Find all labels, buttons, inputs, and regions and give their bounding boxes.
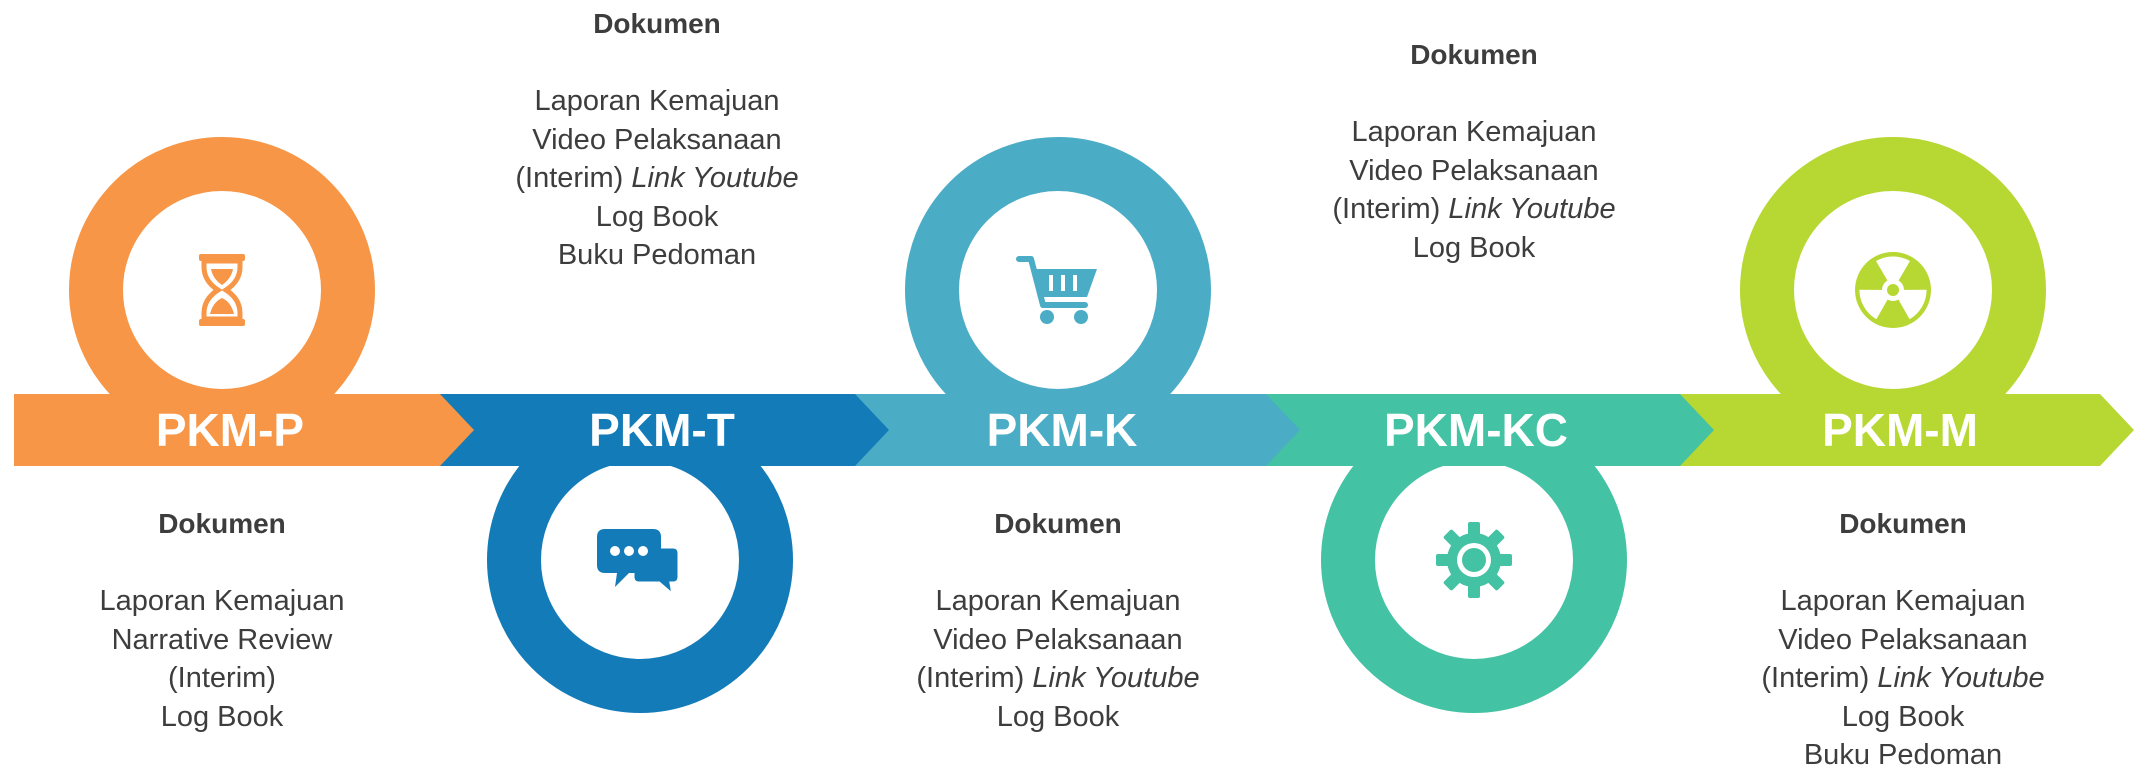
doc-line: Log Book xyxy=(996,700,1120,733)
doc-heading: Dokumen xyxy=(994,508,1122,539)
doc-line-interim: (Interim) Link Youtube xyxy=(1264,190,1684,229)
doc-block-pkm-k: Dokumen Laporan Kemajuan Video Pelaksana… xyxy=(848,505,1268,736)
doc-block-pkm-p: Dokumen Laporan Kemajuan Narrative Revie… xyxy=(12,505,432,736)
band-pkm-k xyxy=(846,394,1300,466)
stage-label-pkm-t: PKM-T xyxy=(589,404,735,456)
band-pkm-m xyxy=(1672,394,2134,466)
band-pkm-t xyxy=(430,394,889,466)
doc-line: Laporan Kemajuan xyxy=(1780,585,2026,617)
doc-line: Laporan Kemajuan xyxy=(1351,116,1597,148)
band-pkm-p xyxy=(14,394,474,466)
doc-line: Laporan Kemajuan xyxy=(99,585,345,617)
doc-line: Log Book xyxy=(1841,700,1965,733)
doc-line: Narrative Review xyxy=(111,623,333,656)
doc-line: Log Book xyxy=(1412,231,1536,264)
radiation-icon xyxy=(1848,245,1938,335)
doc-line: Log Book xyxy=(595,200,719,233)
doc-line-interim: (Interim) Link Youtube xyxy=(1693,659,2113,698)
doc-line: Video Pelaksanaan xyxy=(1778,623,2028,656)
link-youtube-text: Link Youtube xyxy=(1877,662,2045,694)
doc-block-pkm-m: Dokumen Laporan Kemajuan Video Pelaksana… xyxy=(1693,505,2113,766)
doc-heading: Dokumen xyxy=(593,8,721,39)
doc-line-interim: (Interim) Link Youtube xyxy=(447,159,867,198)
stage-label-pkm-p: PKM-P xyxy=(155,404,305,456)
doc-line: Video Pelaksanaan xyxy=(1349,154,1599,187)
doc-line: Video Pelaksanaan xyxy=(532,123,782,156)
doc-heading: Dokumen xyxy=(1839,508,1967,539)
stage-label-pkm-m: PKM-M xyxy=(1822,404,1978,456)
interim-prefix: (Interim) xyxy=(515,162,624,194)
interim-prefix: (Interim) xyxy=(1332,193,1441,225)
doc-line: Log Book xyxy=(160,700,284,733)
link-youtube-text: Link Youtube xyxy=(1448,193,1616,225)
interim-prefix: (Interim) xyxy=(916,662,1025,694)
doc-line: (Interim) xyxy=(168,662,276,694)
stage-label-pkm-k: PKM-K xyxy=(986,404,1138,456)
doc-line: Video Pelaksanaan xyxy=(933,623,1183,656)
doc-line: Laporan Kemajuan xyxy=(534,85,780,117)
link-youtube-text: Link Youtube xyxy=(631,162,799,194)
chat-bubbles-icon xyxy=(595,515,685,605)
hourglass-icon xyxy=(177,245,267,335)
band-pkm-kc xyxy=(1256,394,1714,466)
link-youtube-text: Link Youtube xyxy=(1032,662,1200,694)
stage-label-pkm-kc: PKM-KC xyxy=(1384,404,1568,456)
doc-line-interim: (Interim) Link Youtube xyxy=(848,659,1268,698)
doc-heading: Dokumen xyxy=(158,508,286,539)
doc-line: Buku Pedoman xyxy=(557,239,757,271)
doc-block-pkm-t: Dokumen Laporan Kemajuan Video Pelaksana… xyxy=(447,5,867,275)
interim-prefix: (Interim) xyxy=(1761,662,1870,694)
shopping-cart-icon xyxy=(1013,245,1103,335)
doc-heading: Dokumen xyxy=(1410,39,1538,70)
doc-block-pkm-kc: Dokumen Laporan Kemajuan Video Pelaksana… xyxy=(1264,36,1684,267)
gear-icon xyxy=(1429,515,1519,605)
doc-line: Laporan Kemajuan xyxy=(935,585,1181,617)
doc-line: Buku Pedoman xyxy=(1803,739,2003,766)
